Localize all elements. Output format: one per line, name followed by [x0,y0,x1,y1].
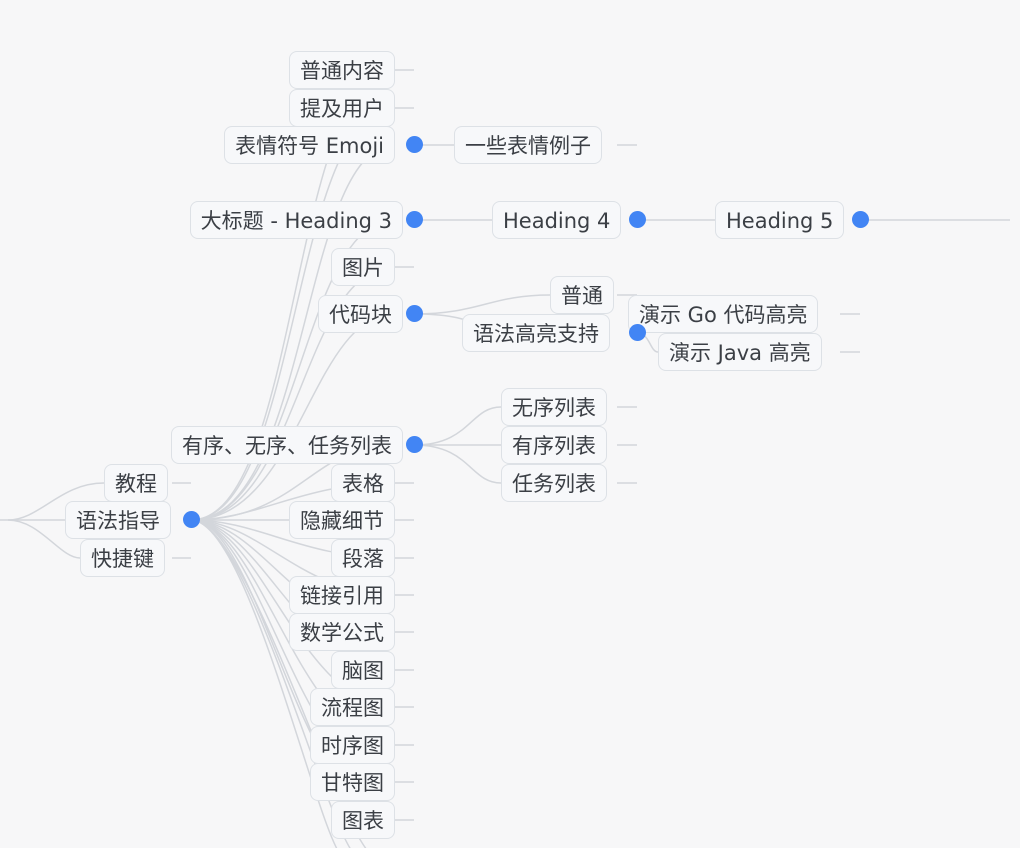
node-lists[interactable]: 有序、无序、任务列表 [171,426,403,464]
node-heading4[interactable]: Heading 4 [492,201,622,239]
node-yufa-zhidao[interactable]: 语法指导 [65,501,171,539]
node-java-demo[interactable]: 演示 Java 高亮 [658,333,822,371]
node-go-demo[interactable]: 演示 Go 代码高亮 [628,295,819,333]
node-emoji-examples[interactable]: 一些表情例子 [454,126,602,164]
node-emoji[interactable]: 表情符号 Emoji [224,126,395,164]
node-tiji-yonghu[interactable]: 提及用户 [289,89,395,127]
node-kuaijiejian[interactable]: 快捷键 [80,539,165,577]
node-putong[interactable]: 普通 [550,276,614,314]
node-daimakuai[interactable]: 代码块 [318,295,403,333]
expand-dot-emoji[interactable] [406,136,423,153]
node-putong-neirong[interactable]: 普通内容 [289,51,395,89]
node-biaoge[interactable]: 表格 [331,464,395,502]
node-ordered[interactable]: 有序列表 [501,426,607,464]
node-lianjie[interactable]: 链接引用 [289,576,395,614]
node-heading5[interactable]: Heading 5 [715,201,845,239]
expand-dot-heading5[interactable] [852,211,869,228]
expand-dot-yufa-gaoliang[interactable] [629,324,646,341]
node-shixu[interactable]: 时序图 [310,726,395,764]
expand-dot-heading3[interactable] [406,211,423,228]
node-liucheng[interactable]: 流程图 [310,688,395,726]
expand-dot-daimakuai[interactable] [406,305,423,322]
node-heading3[interactable]: 大标题 - Heading 3 [189,201,403,239]
node-duanluo[interactable]: 段落 [331,539,395,577]
node-jiaocheng[interactable]: 教程 [104,464,168,502]
node-yufa-gaoliang[interactable]: 语法高亮支持 [462,314,610,352]
expand-dot-yufa-zhidao[interactable] [183,511,200,528]
node-tasks[interactable]: 任务列表 [501,464,607,502]
node-naotu[interactable]: 脑图 [331,651,395,689]
expand-dot-lists[interactable] [406,436,423,453]
node-yincang[interactable]: 隐藏细节 [289,501,395,539]
node-tupian[interactable]: 图片 [331,248,395,286]
node-unordered[interactable]: 无序列表 [501,388,607,426]
expand-dot-heading4[interactable] [629,211,646,228]
node-shuxue[interactable]: 数学公式 [289,613,395,651]
node-tubiao[interactable]: 图表 [331,801,395,839]
node-gante[interactable]: 甘特图 [310,763,395,801]
